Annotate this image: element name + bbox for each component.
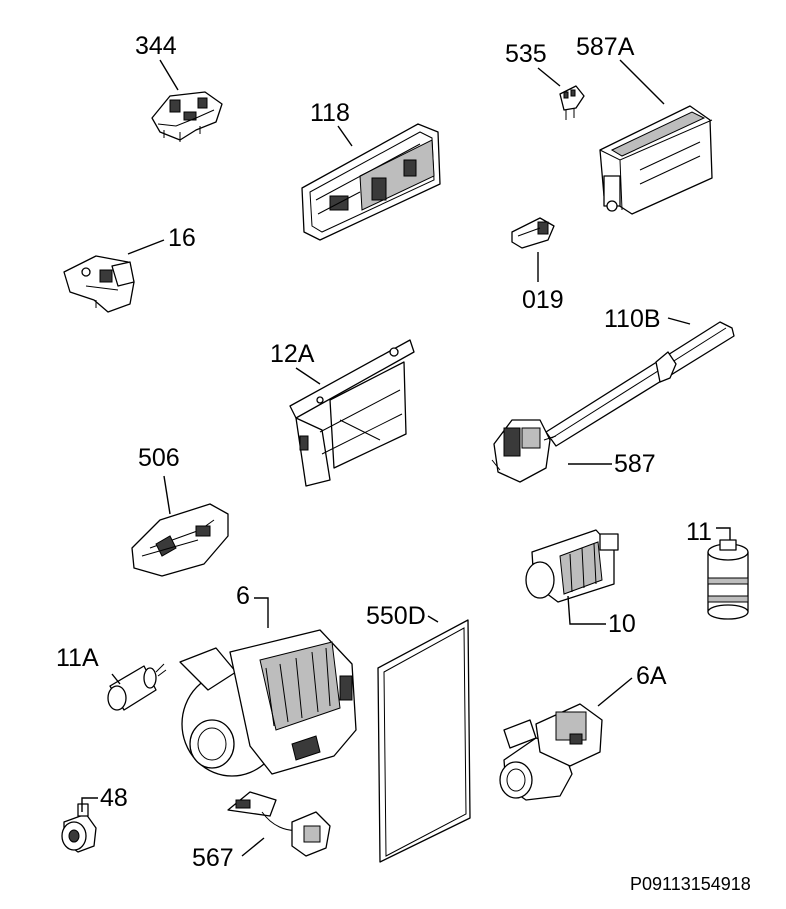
label-6: 6 — [236, 582, 250, 610]
label-506: 506 — [138, 444, 180, 472]
leader-587 — [295, 367, 321, 385]
label-019: 019 — [522, 286, 564, 314]
part-344[interactable] — [151, 91, 223, 142]
label-587: 12A — [270, 340, 315, 368]
drawing-code: P09113154918 — [630, 874, 751, 894]
leader-587A — [619, 59, 665, 105]
leader-110B — [667, 317, 691, 325]
part-506[interactable] — [131, 503, 229, 577]
part-019[interactable] — [511, 217, 555, 249]
leader-506 — [163, 475, 171, 515]
part-48[interactable] — [61, 803, 97, 853]
label-48: 48 — [100, 784, 128, 812]
part-587A[interactable] — [599, 105, 713, 215]
label-12A: 587 — [614, 450, 656, 478]
leader-11A — [111, 673, 121, 685]
part-6A[interactable] — [499, 703, 603, 801]
part-110B[interactable] — [545, 321, 735, 447]
leader-6A — [597, 677, 633, 707]
label-550D: 550D — [366, 602, 426, 630]
label-587A: 587A — [576, 33, 635, 61]
label-118: 118 — [310, 99, 350, 127]
label-10: 10 — [608, 610, 636, 638]
leader-535 — [537, 67, 561, 87]
part-567[interactable] — [227, 791, 331, 857]
label-11: 11 — [686, 518, 712, 546]
leader-11 — [716, 527, 731, 540]
part-16[interactable] — [63, 255, 135, 313]
label-16: 16 — [168, 224, 196, 252]
leader-16 — [127, 239, 165, 255]
leader-118 — [337, 125, 353, 147]
leader-6 — [254, 597, 269, 628]
part-10[interactable] — [525, 529, 619, 603]
part-11[interactable] — [707, 539, 749, 620]
part-12A[interactable] — [491, 419, 557, 483]
leader-10 — [567, 595, 606, 625]
label-535: 535 — [505, 40, 547, 68]
part-587[interactable] — [289, 339, 415, 487]
leader-344 — [159, 59, 179, 91]
label-344: 344 — [135, 32, 177, 60]
part-535[interactable] — [559, 85, 585, 120]
label-567: 567 — [192, 844, 234, 872]
leader-48 — [81, 797, 98, 812]
label-110B: 110B — [604, 305, 661, 333]
part-6[interactable] — [179, 629, 357, 777]
leader-550D — [427, 615, 439, 623]
leader-567 — [241, 837, 265, 857]
part-11A[interactable] — [107, 663, 167, 711]
part-118[interactable] — [301, 123, 441, 241]
part-550D[interactable] — [377, 619, 471, 863]
label-6A: 6A — [636, 662, 667, 690]
label-11A: 11A — [56, 644, 99, 672]
